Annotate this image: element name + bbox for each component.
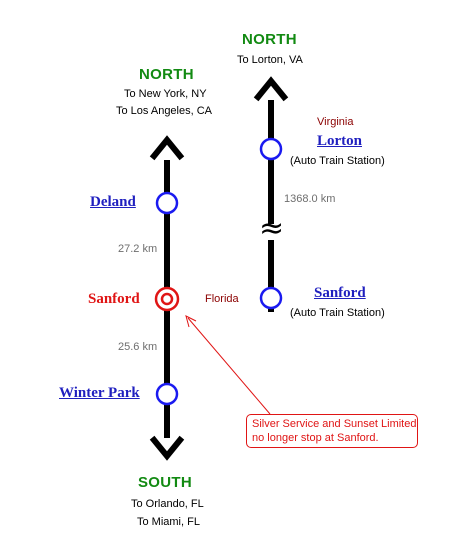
left-south-destination-1: To Orlando, FL <box>131 498 204 510</box>
left-south-arrowhead <box>149 435 185 461</box>
left-south-destination-2: To Miami, FL <box>137 516 200 528</box>
right-north-label: NORTH <box>242 31 297 48</box>
station-link-winter-park[interactable]: Winter Park <box>59 385 140 401</box>
station-link-lorton[interactable]: Lorton <box>317 133 362 149</box>
station-link-sanford-auto-train[interactable]: Sanford <box>314 285 366 301</box>
left-north-destination-1: To New York, NY <box>124 88 207 100</box>
left-south-label: SOUTH <box>138 474 192 491</box>
left-north-destination-2: To Los Angeles, CA <box>116 105 213 117</box>
callout-pointer-arrowhead <box>185 315 197 328</box>
lorton-station-note: (Auto Train Station) <box>290 155 385 167</box>
callout-box: Silver Service and Sunset Limited no lon… <box>246 414 418 448</box>
winter-park-station-marker[interactable] <box>155 382 179 406</box>
state-label-florida: Florida <box>205 293 239 305</box>
sanford-auto-train-note: (Auto Train Station) <box>290 307 385 319</box>
right-north-arrowhead <box>253 76 289 102</box>
deland-station-marker[interactable] <box>155 191 179 215</box>
line-break-gap <box>262 224 282 240</box>
lorton-station-marker[interactable] <box>259 137 283 161</box>
distance-sanford-winter-park: 25.6 km <box>118 341 158 353</box>
distance-deland-sanford: 27.2 km <box>118 243 158 255</box>
distance-lorton-sanford: 1368.0 km <box>284 193 336 205</box>
state-label-virginia: Virginia <box>317 116 354 128</box>
sanford-auto-train-station-marker[interactable] <box>259 286 283 310</box>
callout-text: Silver Service and Sunset Limited no lon… <box>252 418 417 444</box>
sanford-station-marker-inner <box>160 292 174 306</box>
line-break-symbol: ≈ <box>259 211 285 246</box>
station-link-deland[interactable]: Deland <box>90 194 136 210</box>
left-north-arrowhead <box>149 135 185 161</box>
left-north-label: NORTH <box>139 66 194 83</box>
station-label-sanford: Sanford <box>88 291 140 307</box>
right-north-destination: To Lorton, VA <box>237 54 303 66</box>
callout-pointer-line <box>187 317 271 415</box>
